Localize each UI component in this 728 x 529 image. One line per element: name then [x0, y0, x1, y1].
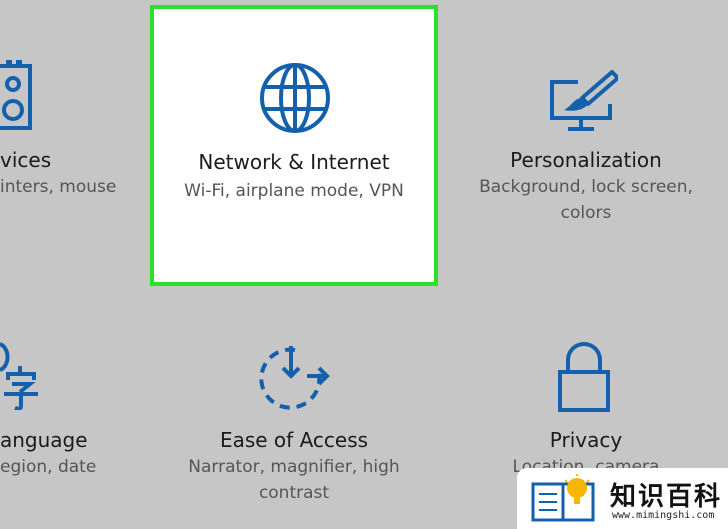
ease-of-access-icon — [259, 346, 330, 410]
tile-time-language[interactable]: anguage egion, date — [0, 320, 130, 520]
monitor-brush-icon — [550, 70, 618, 131]
tile-title: vices — [0, 148, 52, 172]
tile-description: Background, lock screen, colors — [479, 177, 693, 223]
tile-description: egion, date — [0, 457, 97, 477]
tile-description: Wi-Fi, airplane mode, VPN — [184, 181, 404, 201]
tile-title: anguage — [0, 428, 88, 452]
watermark-text: 知识百科 — [610, 482, 723, 512]
tile-description: Narrator, magnifier, high contrast — [188, 457, 400, 503]
book-lightbulb-icon — [531, 474, 595, 522]
tile-title: Ease of Access — [219, 428, 369, 452]
tile-title: Network & Internet — [198, 150, 390, 174]
tile-description: inters, mouse — [0, 177, 117, 197]
speaker-icon — [0, 60, 32, 130]
language-character-icon — [0, 342, 38, 410]
tile-devices[interactable]: vices inters, mouse — [0, 40, 130, 280]
watermark: 知识百科 www.mimingshi.com — [517, 468, 728, 529]
globe-icon — [260, 63, 330, 133]
tile-title: Privacy — [549, 428, 623, 452]
tile-ease-of-access[interactable]: Ease of Access Narrator, magnifier, high… — [175, 320, 413, 520]
tile-personalization[interactable]: Personalization Background, lock screen,… — [468, 40, 704, 280]
watermark-url: www.mimingshi.com — [612, 510, 715, 521]
lock-icon — [558, 342, 610, 412]
tile-title: Personalization — [510, 148, 662, 172]
tile-network-internet[interactable]: Network & Internet Wi-Fi, airplane mode,… — [150, 5, 438, 286]
